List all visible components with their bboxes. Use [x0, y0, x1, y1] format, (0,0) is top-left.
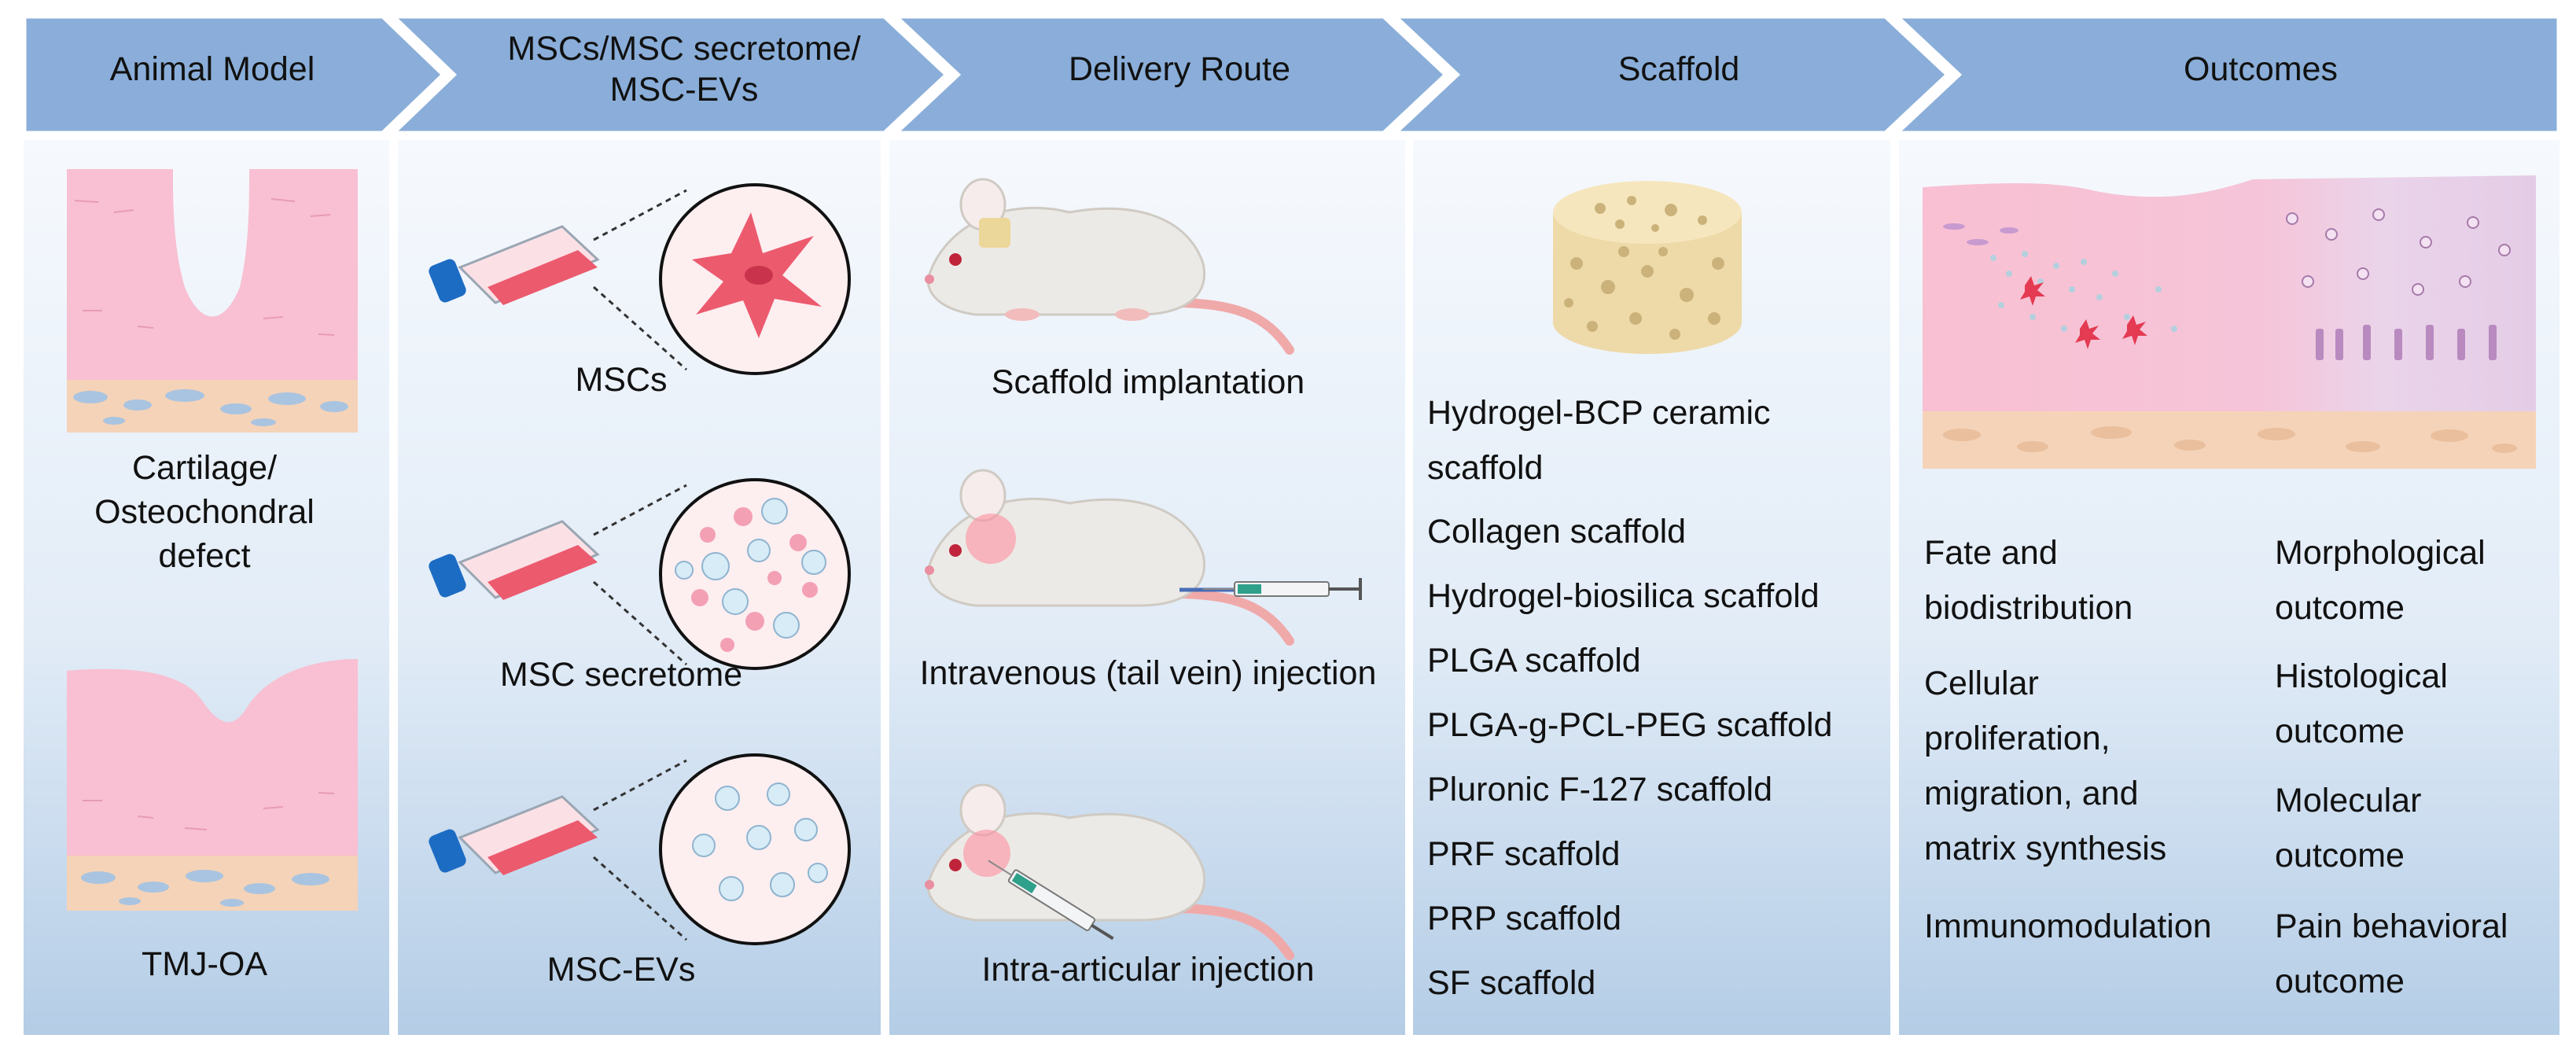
- header-delivery-route: Delivery Route: [1069, 50, 1290, 88]
- tissue-section-icon: [1923, 175, 2536, 469]
- label-msc-evs: MSC-EVs: [546, 951, 696, 989]
- tmj-oa-icon: [67, 659, 358, 911]
- label-msc-secretome: MSC secretome: [499, 656, 743, 694]
- chevron-outcomes: [1888, 13, 2563, 137]
- label-scaffold-implantation: Scaffold implantation: [991, 363, 1305, 401]
- header-outcomes: Outcomes: [2184, 50, 2338, 88]
- label-cartilage-defect: Cartilage/ Osteochondral defect: [94, 449, 315, 575]
- scaffold-item-2: Collagen scaffold: [1427, 513, 1687, 550]
- scaffold-item-3: Hydrogel-biosilica scaffold: [1427, 577, 1820, 615]
- porous-scaffold-icon: [1553, 181, 1742, 354]
- outcome-immunomodulation: Immunomodulation: [1924, 908, 2212, 945]
- scaffold-item-1: Hydrogel-BCP ceramic scaffold: [1427, 394, 1771, 487]
- vesicle-icon: [692, 782, 828, 901]
- mouse-intra-articular-illustration: [925, 783, 1294, 960]
- chevron-animal-model: [20, 13, 449, 137]
- chevron-delivery: [887, 13, 1452, 137]
- outcome-molecular: Molecular outcome: [2275, 782, 2422, 874]
- outcome-fate-biodistribution: Fate and biodistribution: [1924, 534, 2133, 627]
- outcome-pain-behavioral: Pain behavioral outcome: [2275, 908, 2508, 1000]
- outcome-morphological: Morphological outcome: [2275, 534, 2486, 627]
- label-intra-articular-injection: Intra-articular injection: [981, 951, 1315, 989]
- scaffold-item-6: Pluronic F-127 scaffold: [1427, 771, 1772, 808]
- scaffold-item-4: PLGA scaffold: [1427, 642, 1641, 679]
- culture-flask-icon: [429, 795, 600, 875]
- mouse-iv-injection-illustration: [925, 469, 1362, 646]
- chevron-mscs: [385, 13, 952, 137]
- header-mscs: MSCs/MSC secretome/ MSC-EVs: [507, 29, 861, 109]
- cartilage-defect-icon: [67, 169, 358, 433]
- outcome-histological: Histological outcome: [2275, 657, 2448, 750]
- scaffold-item-8: PRP scaffold: [1427, 900, 1621, 937]
- msc-secretome-illustration: [429, 478, 851, 670]
- header-chevron-bar: [20, 13, 2563, 137]
- culture-flask-icon: [429, 225, 600, 305]
- culture-flask-icon: [429, 520, 600, 600]
- msc-evs-illustration: [429, 753, 851, 945]
- scaffold-item-5: PLGA-g-PCL-PEG scaffold: [1427, 706, 1833, 744]
- scaffold-item-7: PRF scaffold: [1427, 835, 1621, 873]
- label-mscs: MSCs: [575, 361, 668, 399]
- syringe-icon: [1203, 578, 1362, 600]
- header-scaffold: Scaffold: [1617, 50, 1740, 88]
- chevron-scaffold: [1386, 13, 1953, 137]
- msc-culture-illustration: [429, 183, 851, 375]
- header-animal-model: Animal Model: [109, 50, 315, 88]
- label-intravenous-injection: Intravenous (tail vein) injection: [919, 654, 1377, 692]
- scaffold-item-9: SF scaffold: [1427, 964, 1596, 1002]
- syringe-icon: [988, 860, 1114, 941]
- label-tmj-oa: TMJ-OA: [141, 945, 268, 983]
- outcome-cellular-proliferation: Cellular proliferation, migration, and m…: [1924, 665, 2167, 867]
- mouse-scaffold-implant-illustration: [925, 178, 1294, 355]
